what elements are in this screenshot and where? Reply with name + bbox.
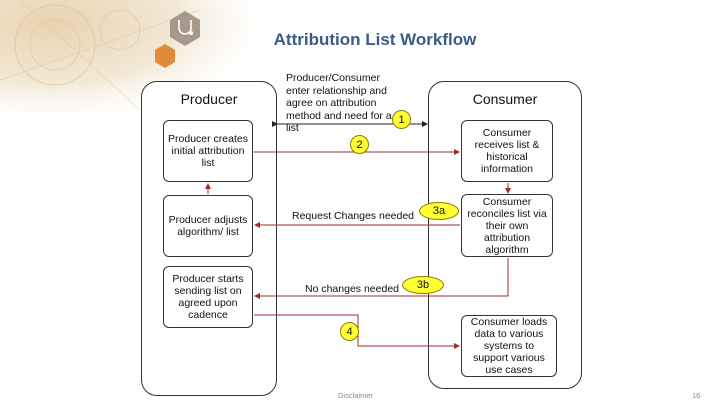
no-changes-arrow	[254, 258, 509, 299]
consumer-lane-title: Consumer	[472, 91, 538, 107]
no-changes-label: No changes needed	[305, 283, 399, 295]
orange-hexagon-icon	[155, 44, 175, 68]
consumer-receive-box: Consumer receives list & historical info…	[461, 120, 553, 182]
disclaimer-text: Disclaimer	[338, 391, 374, 400]
producer-adjust-box: Producer adjusts algorithm/ list	[163, 195, 253, 257]
step-badge-3a: 3a	[419, 202, 459, 220]
slide-title: Attribution List Workflow	[273, 30, 477, 49]
decorative-corner-art	[0, 0, 260, 120]
stethoscope-hexagon-icon	[170, 11, 200, 46]
page-number: 16	[692, 391, 701, 400]
producer-send-box: Producer starts sending list on agreed u…	[163, 266, 253, 328]
step-badge-3b: 3b	[402, 276, 444, 294]
producer-lane-title: Producer	[180, 91, 238, 107]
step-badge-4: 4	[340, 322, 359, 341]
step-badge-2: 2	[350, 135, 369, 154]
producer-create-box: Producer creates initial attribution lis…	[163, 120, 253, 182]
step-badge-1: 1	[392, 110, 411, 129]
relationship-label: Producer/Consumer enter relationship and…	[286, 72, 392, 134]
consumer-reconcile-box: Consumer reconciles list via their own a…	[461, 194, 553, 257]
consumer-load-box: Consumer loads data to various systems t…	[461, 315, 557, 377]
request-changes-label: Request Changes needed	[292, 210, 415, 222]
